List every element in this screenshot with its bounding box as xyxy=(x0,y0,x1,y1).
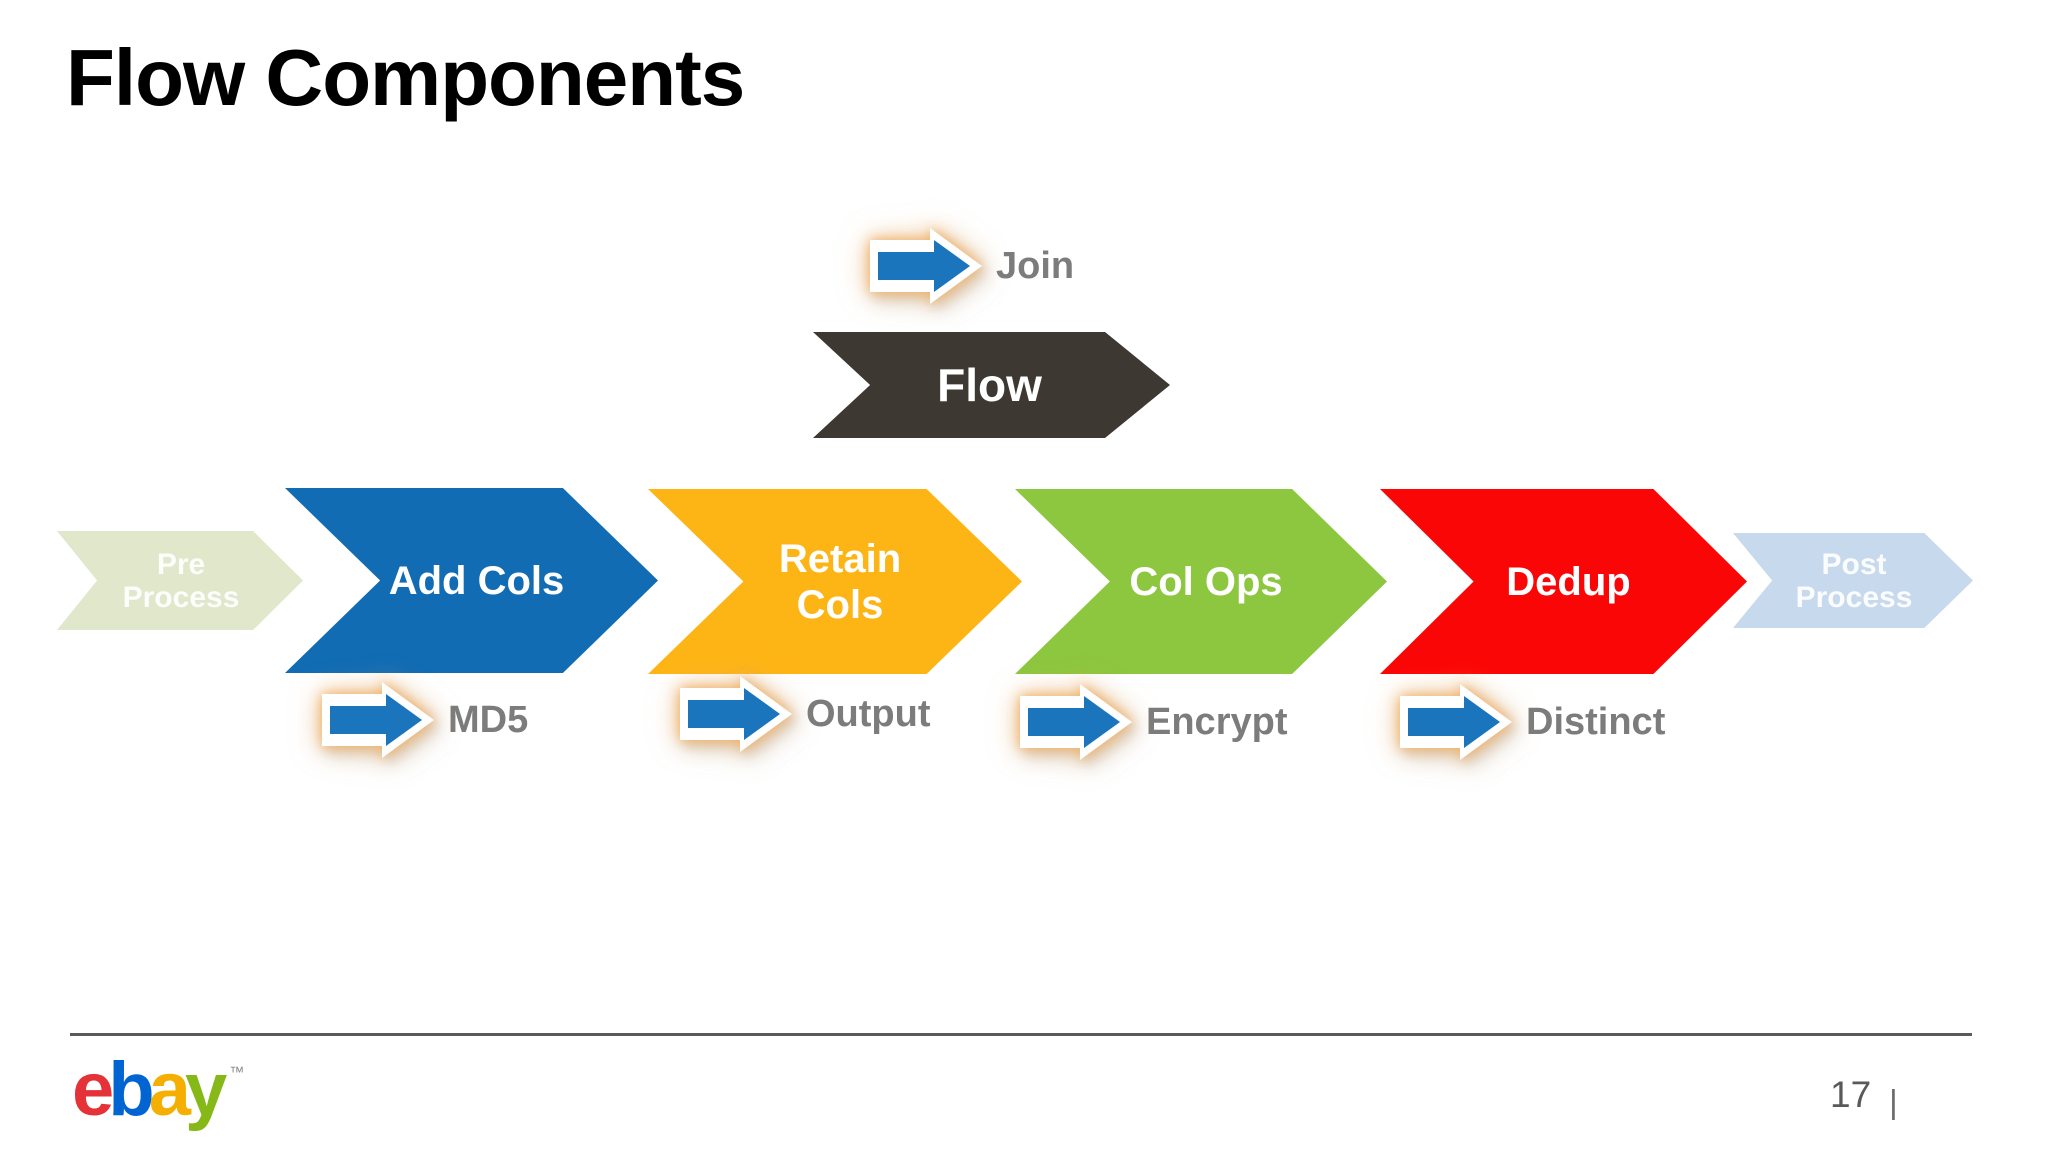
blue-arrow-icon xyxy=(322,682,434,758)
page-number-separator: | xyxy=(1889,1083,1898,1120)
flow-chevron: Flow xyxy=(813,332,1170,438)
blue-arrow-icon xyxy=(870,228,982,304)
trademark-symbol: ™ xyxy=(229,1064,245,1081)
blue-arrow-icon xyxy=(680,676,792,752)
stage-chevron-pre-process: Pre Process xyxy=(57,531,303,630)
subop-callout-encrypt: Encrypt xyxy=(1016,682,1287,762)
blue-arrow-icon xyxy=(1020,684,1132,760)
stage-chevron-dedup: Dedup xyxy=(1380,489,1747,674)
join-callout: Join xyxy=(866,226,1074,306)
stage-label: Post Process xyxy=(1795,547,1913,614)
footer-divider xyxy=(70,1033,1972,1036)
stage-label: Dedup xyxy=(1506,559,1631,604)
stage-chevron-post-process: Post Process xyxy=(1733,533,1973,628)
stage-label: Col Ops xyxy=(1129,559,1283,604)
subop-label: Encrypt xyxy=(1146,700,1288,743)
flow-chevron-label: Flow xyxy=(937,359,1042,411)
stage-chevron-col-ops: Col Ops xyxy=(1015,489,1387,674)
subop-label: Output xyxy=(806,692,931,735)
logo-letter-a: a xyxy=(148,1047,191,1132)
subop-callout-md5: MD5 xyxy=(318,680,528,760)
page-title: Flow Components xyxy=(66,33,745,122)
subop-label: MD5 xyxy=(448,698,529,741)
logo-letter-e: e xyxy=(72,1047,114,1132)
page-number-value: 17 xyxy=(1830,1074,1872,1115)
stage-chevron-add-cols: Add Cols xyxy=(285,488,658,673)
page-number: 17 | xyxy=(1830,1074,1898,1121)
subop-callout-distinct: Distinct xyxy=(1396,682,1665,762)
logo-letter-b: b xyxy=(108,1047,155,1132)
blue-arrow-icon xyxy=(1400,684,1512,760)
join-label: Join xyxy=(996,244,1075,287)
logo-letter-y: y xyxy=(185,1047,227,1132)
stage-label: Add Cols xyxy=(388,558,565,603)
stage-chevron-retain-cols: Retain Cols xyxy=(648,489,1022,674)
stage-label: Retain Cols xyxy=(778,536,902,627)
subop-callout-output: Output xyxy=(676,674,931,754)
subop-label: Distinct xyxy=(1526,700,1666,743)
stage-label: Pre Process xyxy=(122,547,240,614)
